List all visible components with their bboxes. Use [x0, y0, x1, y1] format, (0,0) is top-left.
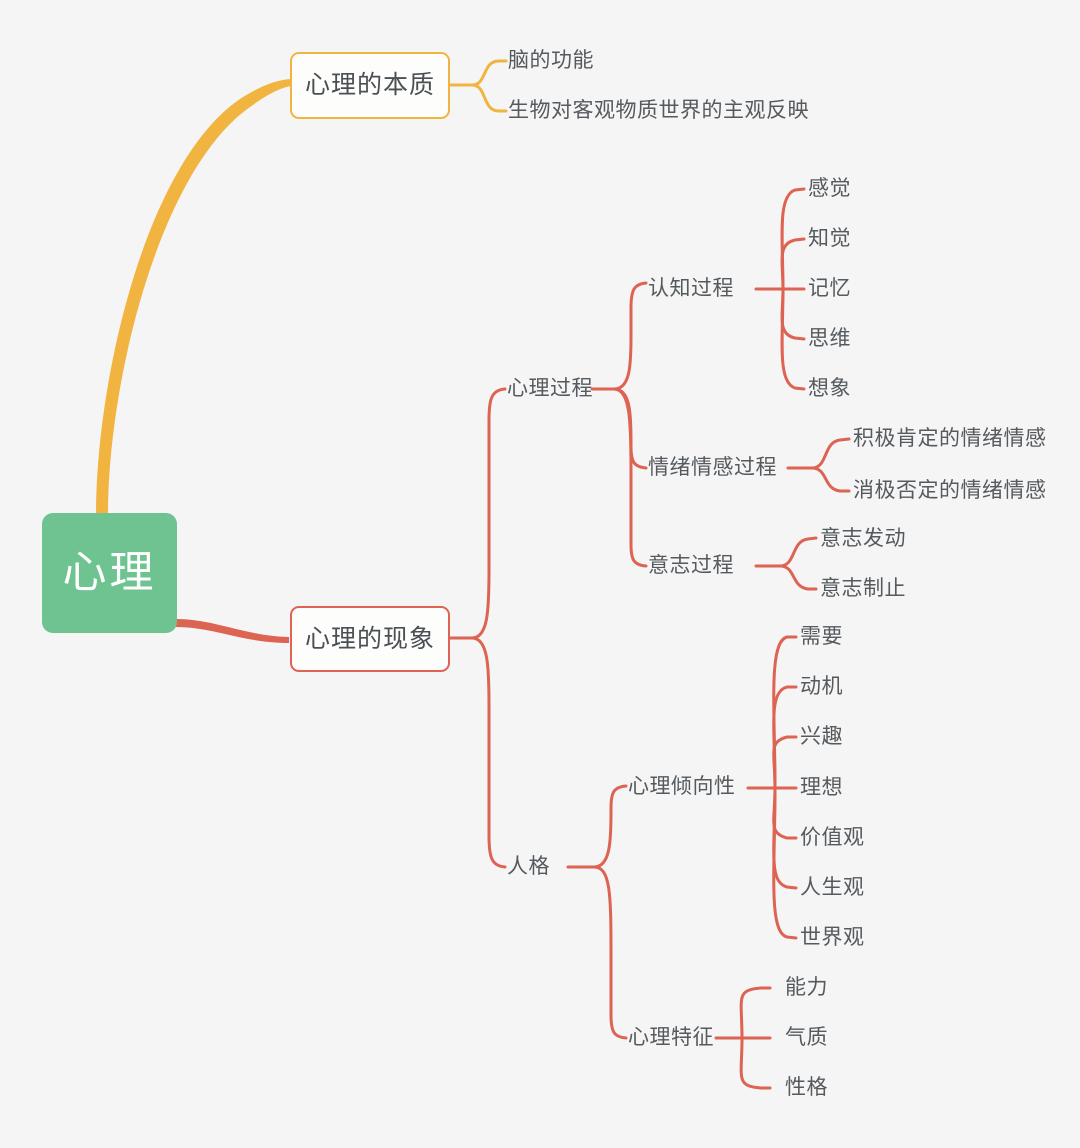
- node-label-text: 价值观: [800, 826, 865, 849]
- node-trait-character[interactable]: 性格: [785, 1077, 828, 1098]
- topic-box-phenomenon-label: 心理的现象: [304, 624, 435, 653]
- node-cognitive-thinking[interactable]: 思维: [808, 328, 851, 349]
- connector-root-to-phenomenon: [176, 619, 289, 643]
- connector-tendency-leaf-0: [772, 635, 798, 790]
- connector-essence-child-0: [470, 59, 508, 87]
- connector-cognition-leaf-4: [780, 287, 806, 391]
- node-label-text: 动机: [800, 675, 843, 698]
- node-label-text: 感觉: [808, 177, 851, 200]
- root-node-label: 心理: [62, 548, 157, 597]
- node-trait-temperament[interactable]: 气质: [785, 1027, 828, 1048]
- node-label-text: 意志发动: [820, 527, 906, 550]
- node-label-text: 性格: [785, 1076, 828, 1099]
- connector-personality-to-trait: [592, 865, 628, 1040]
- node-label-text: 记忆: [808, 277, 851, 300]
- node-tendency-life-outlook[interactable]: 人生观: [800, 877, 865, 898]
- node-label-text: 人生观: [800, 876, 865, 899]
- topic-box-essence-label: 心理的本质: [304, 71, 435, 99]
- connector-essence-child-1: [470, 83, 508, 113]
- node-label-text: 兴趣: [800, 725, 843, 748]
- node-label-text: 消极否定的情绪情感: [853, 479, 1047, 502]
- node-label-text: 人格: [507, 855, 550, 878]
- node-cognitive-memory[interactable]: 记忆: [808, 278, 851, 299]
- node-tendency-interest[interactable]: 兴趣: [800, 726, 843, 747]
- node-label-text: 情绪情感过程: [648, 456, 777, 479]
- node-emotion-negative[interactable]: 消极否定的情绪情感: [853, 480, 1047, 501]
- connector-tendency-leaf-2: [772, 735, 798, 790]
- connector-phenomenon-to-personality: [470, 636, 507, 869]
- connector-phenomenon-to-process: [470, 387, 507, 640]
- topic-box-essence[interactable]: 心理的本质: [290, 52, 450, 119]
- node-tendency-need[interactable]: 需要: [800, 626, 843, 647]
- connector-cognition-leaf-1: [780, 237, 806, 291]
- node-label-text: 脑的功能: [508, 49, 594, 72]
- node-will-inhibition[interactable]: 意志制止: [820, 578, 906, 599]
- connector-emotion-leaf-1: [810, 466, 851, 493]
- node-psychological-trait[interactable]: 心理特征: [628, 1027, 714, 1048]
- node-personality[interactable]: 人格: [507, 856, 550, 877]
- connector-process-to-will: [612, 387, 648, 568]
- node-label-text: 能力: [785, 976, 828, 999]
- node-emotion-positive[interactable]: 积极肯定的情绪情感: [853, 428, 1047, 449]
- node-label-text: 世界观: [800, 926, 865, 949]
- connector-personality-to-tendency: [592, 784, 628, 869]
- node-label-text: 心理倾向性: [628, 775, 736, 798]
- node-mental-process[interactable]: 心理过程: [507, 378, 593, 399]
- node-label-text: 心理过程: [507, 377, 593, 400]
- node-tendency-motivation[interactable]: 动机: [800, 676, 843, 697]
- node-label-text: 积极肯定的情绪情感: [853, 427, 1047, 450]
- connector-cognition-leaf-3: [780, 287, 806, 341]
- connector-root-to-essence: [96, 79, 291, 515]
- node-label-text: 意志过程: [648, 554, 734, 577]
- node-label-text: 知觉: [808, 227, 851, 250]
- connector-process-to-cognition: [612, 281, 648, 391]
- node-label-text: 认知过程: [648, 277, 734, 300]
- node-tendency-ideal[interactable]: 理想: [800, 777, 843, 798]
- node-essence-child-subjective-reflection[interactable]: 生物对客观物质世界的主观反映: [508, 100, 809, 121]
- topic-box-phenomenon[interactable]: 心理的现象: [290, 606, 450, 672]
- node-cognitive-perception[interactable]: 知觉: [808, 228, 851, 249]
- node-label-text: 气质: [785, 1026, 828, 1049]
- node-label-text: 需要: [800, 625, 843, 648]
- connector-tendency-leaf-6: [772, 786, 798, 940]
- node-label-text: 生物对客观物质世界的主观反映: [508, 99, 809, 122]
- node-cognitive-process[interactable]: 认知过程: [648, 278, 734, 299]
- node-label-text: 理想: [800, 776, 843, 799]
- connector-will-leaf-1: [778, 564, 818, 591]
- node-tendency-world-outlook[interactable]: 世界观: [800, 927, 865, 948]
- node-label-text: 想象: [808, 377, 851, 400]
- node-essence-child-brain-function[interactable]: 脑的功能: [508, 50, 594, 71]
- connector-trait-leaf-0: [739, 986, 772, 1040]
- connector-emotion-leaf-0: [810, 437, 851, 470]
- node-will-initiation[interactable]: 意志发动: [820, 528, 906, 549]
- node-label-text: 思维: [808, 327, 851, 350]
- node-label-text: 心理特征: [628, 1026, 714, 1049]
- connector-will-leaf-0: [778, 536, 818, 568]
- root-node-psychology[interactable]: 心理: [42, 513, 177, 633]
- node-psychological-tendency[interactable]: 心理倾向性: [628, 776, 736, 797]
- node-cognitive-sensation[interactable]: 感觉: [808, 178, 851, 199]
- node-trait-ability[interactable]: 能力: [785, 977, 828, 998]
- node-will-process[interactable]: 意志过程: [648, 555, 734, 576]
- connector-tendency-leaf-4: [772, 786, 798, 840]
- node-label-text: 意志制止: [820, 577, 906, 600]
- connector-trait-leaf-2: [739, 1036, 772, 1090]
- node-cognitive-imagination[interactable]: 想象: [808, 378, 851, 399]
- node-tendency-values[interactable]: 价值观: [800, 827, 865, 848]
- node-emotion-process[interactable]: 情绪情感过程: [648, 457, 777, 478]
